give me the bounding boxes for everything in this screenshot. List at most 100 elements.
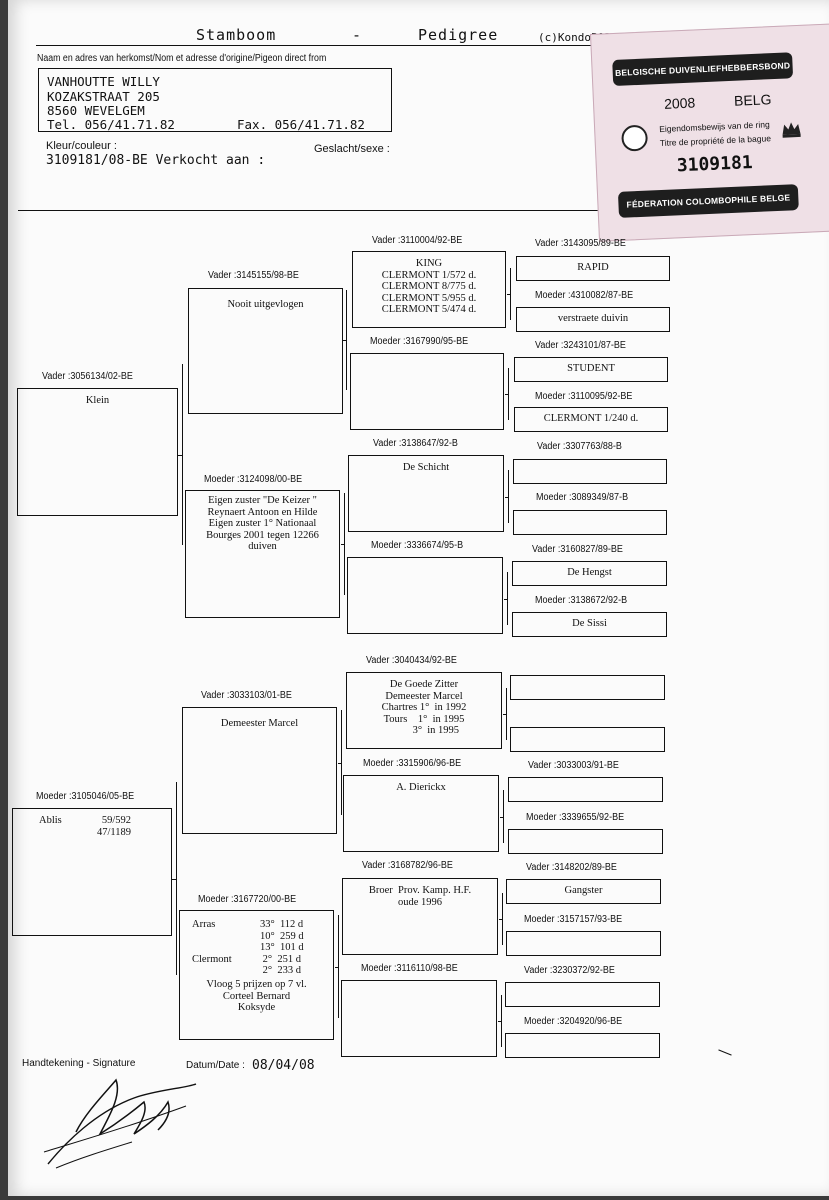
gen4-box-7-label: Moeder :3138672/92-B bbox=[535, 595, 628, 606]
gen4-box-4 bbox=[513, 459, 667, 484]
gen4-box-13 bbox=[506, 931, 661, 956]
gen2-box-2-label: Vader :3033103/01-BE bbox=[201, 690, 292, 701]
gen3-box-1-label: Moeder :3167990/95-BE bbox=[370, 336, 469, 347]
gen4-box-14 bbox=[505, 982, 660, 1007]
owner-name: VANHOUTTE WILLY bbox=[47, 74, 160, 89]
stamp-country: BELG bbox=[733, 91, 772, 109]
gen3-box-6: Broer Prov. Kamp. H.F. oude 1996 bbox=[342, 878, 498, 955]
gen2-box-1: Eigen zuster "De Keizer " Reynaert Antoo… bbox=[185, 490, 340, 618]
gen2-box-1-label: Moeder :3124098/00-BE bbox=[204, 474, 303, 485]
gen3-box-2-label: Vader :3138647/92-B bbox=[373, 438, 458, 449]
gen2-box-2: Demeester Marcel bbox=[182, 707, 337, 834]
gen4-box-2: STUDENT bbox=[514, 357, 668, 382]
bracket-g2-c-h bbox=[338, 763, 341, 764]
bracket-g3-1-v bbox=[508, 368, 509, 420]
owner-street: KOZAKSTRAAT 205 bbox=[47, 89, 160, 104]
gen2-box-3: Arras Clermont 33° 112 d 10° 259 d 13° 10… bbox=[179, 910, 334, 1040]
bracket-g2-b-v bbox=[344, 493, 345, 595]
gen4-box-11-label: Moeder :3339655/92-BE bbox=[526, 812, 625, 823]
gen4-box-4-label: Vader :3307763/88-B bbox=[537, 441, 622, 452]
bracket-g3-4-h bbox=[503, 714, 506, 715]
bracket-g3-7-h bbox=[498, 1021, 501, 1022]
header-divider bbox=[18, 210, 818, 211]
gen1-name-1: Ablis bbox=[39, 815, 62, 826]
bracket-g3-5-v bbox=[503, 790, 504, 843]
bracket-g3-6-v bbox=[502, 893, 503, 945]
gen3-text-2: De Schicht bbox=[402, 462, 450, 473]
gen4-text-2: STUDENT bbox=[567, 363, 615, 374]
gen1-box-1: Ablis 59/592 47/1189 bbox=[12, 808, 172, 936]
title-stamboom: Stamboom bbox=[196, 26, 277, 44]
gen2-text-2: Demeester Marcel bbox=[220, 718, 299, 729]
gen4-box-11 bbox=[508, 829, 663, 854]
gen4-text-3: CLERMONT 1/240 d. bbox=[543, 413, 639, 424]
gen3-box-5: A. Dierickx bbox=[343, 775, 499, 852]
gen4-box-0: RAPID bbox=[516, 256, 670, 281]
gen3-text-4: De Goede Zitter Demeester Marcel Chartre… bbox=[381, 679, 467, 736]
gen1-box-1-label: Moeder :3105046/05-BE bbox=[36, 791, 135, 802]
gen3-box-1 bbox=[350, 353, 504, 430]
gen4-box-5 bbox=[513, 510, 667, 535]
gen3-box-3 bbox=[347, 557, 503, 634]
bracket-g3-6-h bbox=[499, 919, 502, 920]
gen4-box-1: verstraete duivin bbox=[516, 307, 670, 332]
gen4-text-7: De Sissi bbox=[572, 618, 607, 629]
bracket-g2-d-v bbox=[338, 915, 339, 1018]
handwritten-signature bbox=[43, 1078, 197, 1169]
gen4-text-0: RAPID bbox=[577, 262, 609, 273]
gen4-box-6: De Hengst bbox=[512, 561, 667, 586]
bracket-g1-top-v bbox=[182, 364, 183, 545]
bracket-g3-3-h bbox=[504, 599, 507, 600]
gen4-box-1-label: Moeder :4310082/87-BE bbox=[535, 290, 634, 301]
gen4-box-2-label: Vader :3243101/87-BE bbox=[535, 340, 626, 351]
ownership-ring-stamp: BELGISCHE DUIVENLIEFHEBBERSBOND 2008 BEL… bbox=[590, 23, 829, 242]
bracket-g1-top-h bbox=[178, 455, 182, 456]
bracket-g3-4-v bbox=[506, 688, 507, 740]
gen4-box-10 bbox=[508, 777, 663, 802]
gen3-box-4: De Goede Zitter Demeester Marcel Chartre… bbox=[346, 672, 502, 749]
gen2-races-3: Arras Clermont bbox=[192, 919, 232, 965]
stamp-hole-icon bbox=[621, 124, 649, 152]
gen3-box-3-label: Moeder :3336674/95-B bbox=[371, 540, 464, 551]
gen3-box-5-label: Moeder :3315906/96-BE bbox=[363, 758, 462, 769]
gen4-box-10-label: Vader :3033003/91-BE bbox=[528, 760, 619, 771]
ring-number-sold: 3109181/08-BE Verkocht aan : bbox=[46, 153, 266, 168]
gen3-box-0-label: Vader :3110004/92-BE bbox=[372, 235, 463, 246]
owner-tel: Tel. 056/41.71.82 bbox=[47, 117, 175, 132]
gen2-box-0: Nooit uitgevlogen bbox=[188, 288, 343, 414]
bracket-g2-a-v bbox=[346, 290, 347, 390]
bracket-g3-5-h bbox=[500, 817, 503, 818]
bracket-g2-b-h bbox=[341, 544, 344, 545]
gen2-text-0: Nooit uitgevlogen bbox=[227, 299, 304, 310]
gen2-box-3-label: Moeder :3167720/00-BE bbox=[198, 894, 297, 905]
gen4-box-6-label: Vader :3160827/89-BE bbox=[532, 544, 623, 555]
gen4-box-13-label: Moeder :3157157/93-BE bbox=[524, 914, 623, 925]
gen4-box-9 bbox=[510, 727, 665, 752]
gen4-box-8 bbox=[510, 675, 665, 700]
bracket-g3-2-h bbox=[505, 497, 508, 498]
gen4-box-3-label: Moeder :3110095/92-BE bbox=[535, 391, 633, 402]
owner-fax: Fax. 056/41.71.82 bbox=[237, 117, 365, 132]
stamp-bottom-band: FÉDERATION COLOMBOPHILE BELGE bbox=[617, 184, 799, 218]
gen4-box-15-label: Moeder :3204920/96-BE bbox=[524, 1016, 623, 1027]
stamp-top-band: BELGISCHE DUIVENLIEFHEBBERSBOND bbox=[612, 52, 794, 87]
gen2-results-3: 33° 112 d 10° 259 d 13° 101 d 2° 251 d 2… bbox=[260, 919, 304, 976]
gen4-box-15 bbox=[505, 1033, 660, 1058]
bracket-g3-0-h bbox=[507, 294, 510, 295]
gen3-text-6: Broer Prov. Kamp. H.F. oude 1996 bbox=[368, 885, 472, 908]
bracket-g3-7-v bbox=[501, 995, 502, 1047]
gen1-box-0: Klein bbox=[17, 388, 178, 516]
gen1-name-0: Klein bbox=[85, 395, 110, 406]
gen1-result-1: 59/592 47/1189 bbox=[97, 815, 132, 838]
gen4-box-5-label: Moeder :3089349/87-B bbox=[536, 492, 629, 503]
bracket-g1-bot-h bbox=[172, 879, 176, 880]
gen4-box-12: Gangster bbox=[506, 879, 661, 904]
gen4-box-3: CLERMONT 1/240 d. bbox=[514, 407, 668, 432]
bracket-g1-bot-v bbox=[176, 782, 177, 975]
origin-label: Naam en adres van herkomst/Nom et adress… bbox=[37, 53, 327, 64]
title-pedigree: Pedigree bbox=[418, 26, 499, 44]
gen4-text-6: De Hengst bbox=[567, 567, 612, 578]
color-label: Kleur/couleur : bbox=[46, 140, 117, 152]
gen4-text-12: Gangster bbox=[564, 885, 603, 896]
gen3-box-2: De Schicht bbox=[348, 455, 504, 532]
